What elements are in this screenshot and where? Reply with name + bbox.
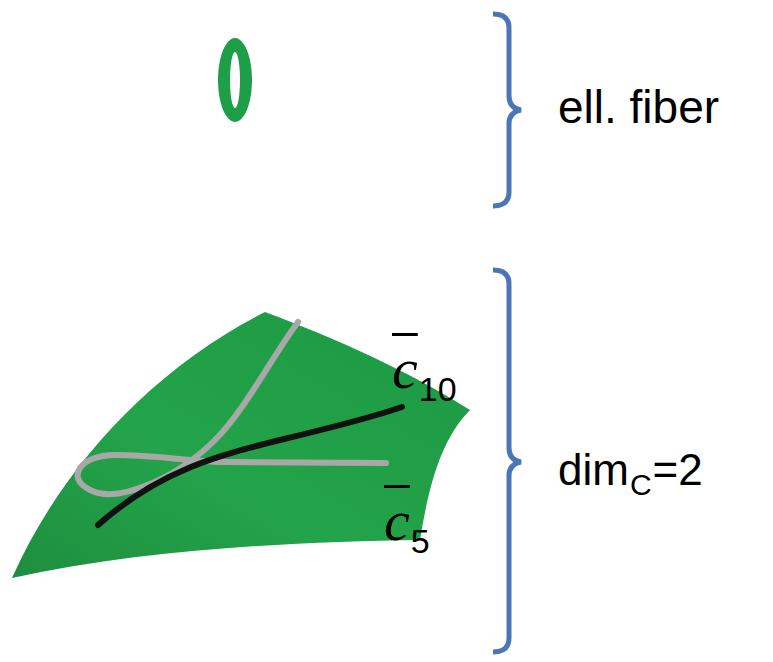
dimension-subscript: C — [630, 470, 652, 500]
dimension-label: =2 — [653, 448, 703, 492]
curve-subscript: 5 — [411, 524, 430, 558]
curve-c10 — [98, 407, 402, 525]
fiber-label: ell. fiber — [558, 84, 719, 130]
curve-c5 — [78, 322, 386, 494]
base-surface — [12, 312, 470, 578]
curve-name: c — [392, 340, 418, 398]
bracket — [493, 270, 521, 652]
curve-name: c — [384, 492, 410, 550]
torus-fiber — [218, 38, 252, 122]
bracket — [493, 14, 521, 206]
dimension-label: dim — [558, 448, 629, 492]
curve-subscript: 10 — [419, 372, 457, 406]
